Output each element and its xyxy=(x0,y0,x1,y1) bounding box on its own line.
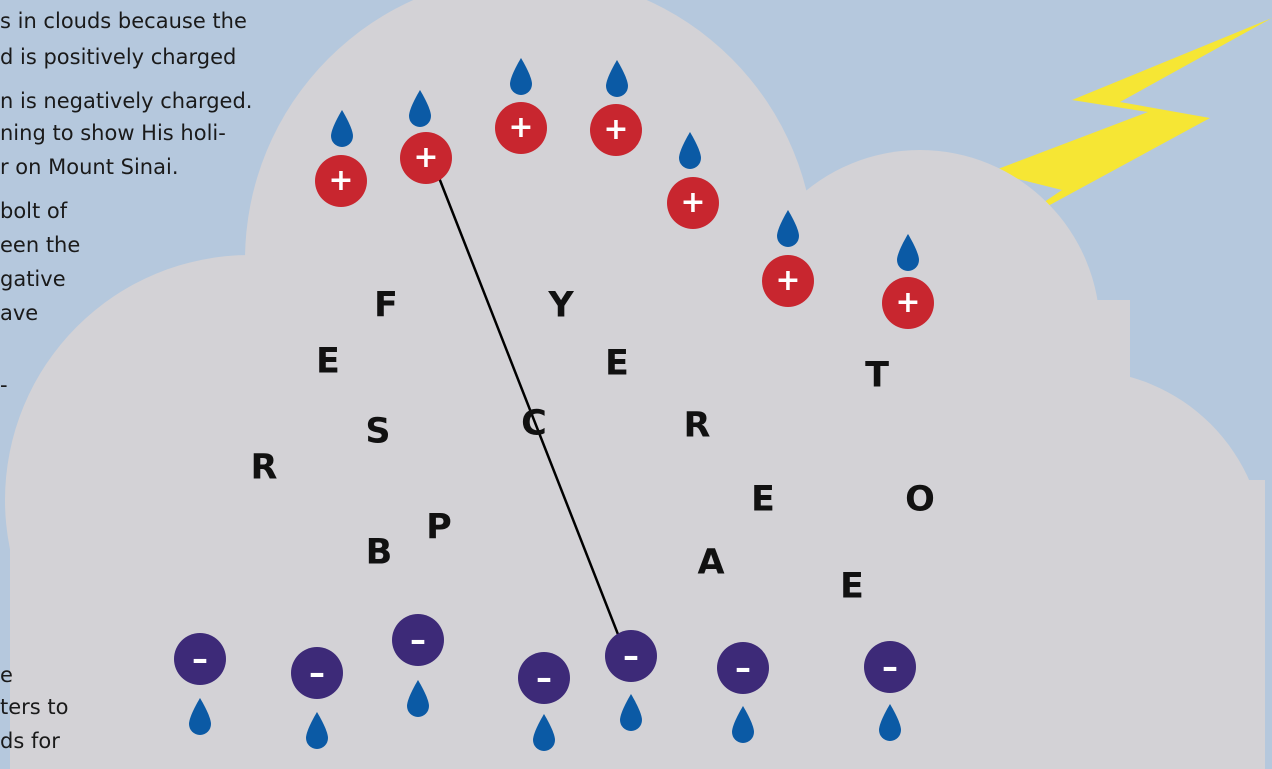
puzzle-letter: P xyxy=(426,507,452,548)
negative-charge-icon: – xyxy=(605,630,657,682)
text-line: e xyxy=(0,663,13,687)
puzzle-letter: R xyxy=(250,447,278,488)
positive-charge-icon: + xyxy=(315,155,367,207)
puzzle-letter: Y xyxy=(548,285,574,326)
negative-charge-icon: – xyxy=(717,642,769,694)
text-line: ds for xyxy=(0,729,60,753)
puzzle-letter: E xyxy=(605,343,629,384)
positive-charge-icon: + xyxy=(590,104,642,156)
raindrop-icon xyxy=(510,58,532,95)
text-line: d is positively charged xyxy=(0,45,237,69)
text-line: bolt of xyxy=(0,199,68,223)
text-line: gative xyxy=(0,267,66,291)
puzzle-letter: O xyxy=(905,479,935,520)
negative-charge-icon: – xyxy=(174,633,226,685)
puzzle-letter: T xyxy=(865,355,889,396)
positive-charge-icon: + xyxy=(667,177,719,229)
text-line: s in clouds because the xyxy=(0,9,247,33)
puzzle-letter: R xyxy=(683,405,711,446)
negative-charge-icon: – xyxy=(864,641,916,693)
raindrop-icon xyxy=(679,132,701,169)
puzzle-letter: E xyxy=(840,566,864,607)
text-line: ave xyxy=(0,301,39,325)
raindrop-icon xyxy=(533,714,555,751)
lightning-bolt-icon xyxy=(990,18,1272,232)
negative-charge-icon: – xyxy=(392,614,444,666)
cloud-shape xyxy=(5,0,1265,769)
raindrop-icon xyxy=(879,704,901,741)
positive-charge-icon: + xyxy=(400,132,452,184)
positive-charge-icon: + xyxy=(882,277,934,329)
positive-charge-icon: + xyxy=(495,102,547,154)
text-line: - xyxy=(0,373,8,397)
raindrop-icon xyxy=(189,698,211,735)
text-line: ning to show His holi- xyxy=(0,121,226,145)
puzzle-letter: S xyxy=(365,411,391,452)
text-line: n is negatively charged. xyxy=(0,89,253,113)
raindrop-icon xyxy=(407,680,429,717)
puzzle-letter: A xyxy=(697,542,725,583)
text-line: r on Mount Sinai. xyxy=(0,155,179,179)
negative-charge-icon: – xyxy=(291,647,343,699)
text-line: een the xyxy=(0,233,81,257)
puzzle-letter: E xyxy=(751,479,775,520)
puzzle-letter: C xyxy=(521,403,547,444)
raindrop-icon xyxy=(777,210,799,247)
raindrop-icon xyxy=(620,694,642,731)
raindrop-icon xyxy=(331,110,353,147)
raindrop-icon xyxy=(409,90,431,127)
text-line: ters to xyxy=(0,695,69,719)
positive-charge-icon: + xyxy=(762,255,814,307)
puzzle-letter: E xyxy=(316,341,340,382)
raindrop-icon xyxy=(897,234,919,271)
raindrop-icon xyxy=(732,706,754,743)
puzzle-letter: F xyxy=(374,285,398,326)
puzzle-letter: B xyxy=(365,532,393,573)
raindrop-icon xyxy=(606,60,628,97)
lightning-path-line xyxy=(434,169,623,643)
raindrop-icon xyxy=(306,712,328,749)
negative-charge-icon: – xyxy=(518,652,570,704)
